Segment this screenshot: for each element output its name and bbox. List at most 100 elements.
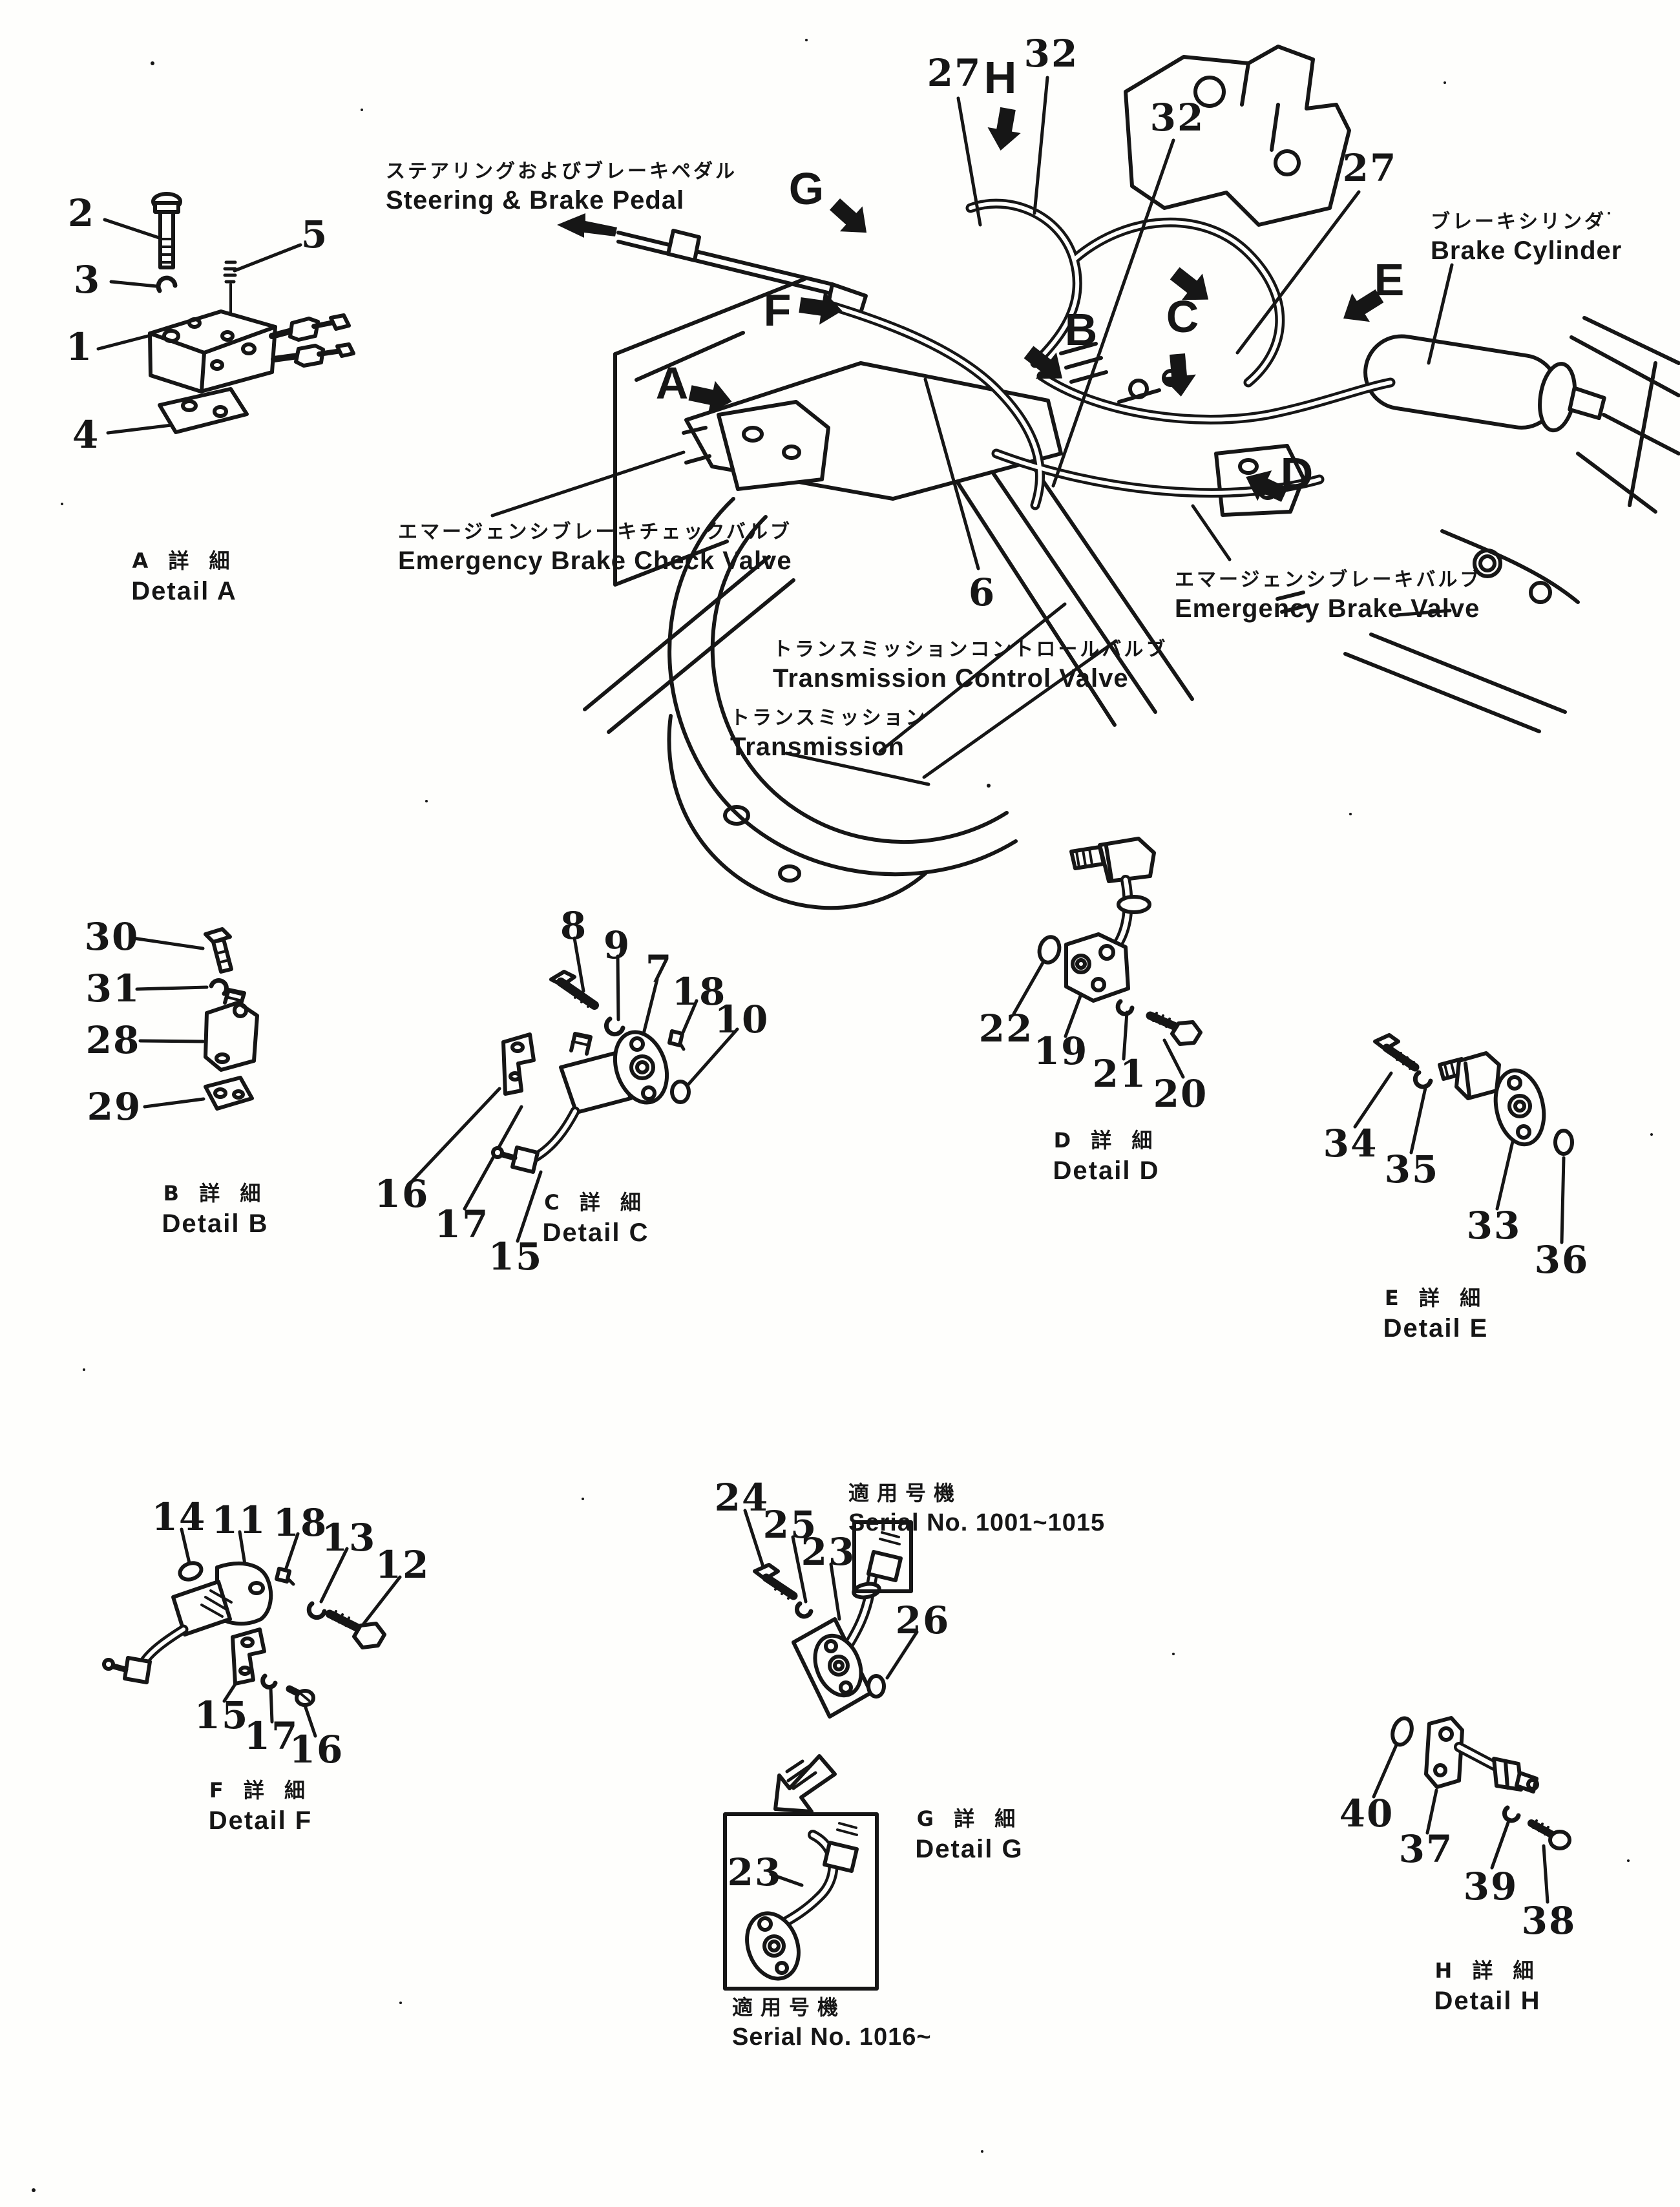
callout-24: 24 <box>714 1476 770 1520</box>
leader-lines <box>96 76 1566 1904</box>
callout-11: 11 <box>211 1498 267 1542</box>
detail-letter-a: A <box>655 358 689 408</box>
callout-13: 13 <box>321 1516 377 1560</box>
detail-c-label: C 詳 細 Detail C <box>543 1186 649 1248</box>
callout-18-c: 18 <box>671 970 727 1014</box>
detail-e-title-en: Detail E <box>1383 1314 1489 1343</box>
callout-20: 20 <box>1153 1072 1208 1116</box>
label-emergency-brake-valve-jp: エマージェンシブレーキバルブ <box>1175 569 1482 591</box>
callout-27-top: 27 <box>927 51 982 95</box>
detail-h-title-en: Detail H <box>1434 1987 1541 2015</box>
callout-32-right: 32 <box>1150 96 1205 140</box>
callout-27-right: 27 <box>1342 146 1398 190</box>
detail-letter-f: F <box>763 285 792 335</box>
detail-arrows-2 <box>557 107 1384 502</box>
detail-letter-h: H <box>983 52 1017 103</box>
callout-23: 23 <box>801 1530 856 1574</box>
callout-17-c: 17 <box>434 1202 490 1246</box>
serial-note-early-en: Serial No. 1001~1015 <box>848 1509 1106 1536</box>
callout-15-c: 15 <box>488 1235 543 1279</box>
overview-hoses <box>823 198 1396 510</box>
detail-h-title-jp: H 詳 細 <box>1434 1958 1540 1983</box>
callout-9: 9 <box>603 923 631 967</box>
callout-18-f: 18 <box>273 1501 328 1545</box>
callout-21: 21 <box>1092 1052 1148 1096</box>
callout-31: 31 <box>85 967 141 1010</box>
label-steering-brake-pedal: ステアリングおよびブレーキペダル Steering & Brake Pedal <box>386 155 737 215</box>
detail-h-label: H 詳 細 Detail H <box>1434 1954 1541 2016</box>
detail-a-title-jp: A 詳 細 <box>132 549 236 573</box>
detail-e-label: E 詳 細 Detail E <box>1383 1282 1489 1343</box>
detail-letter-c: C <box>1166 291 1199 342</box>
label-transmission-en: Transmission <box>730 733 905 761</box>
callout-4: 4 <box>72 413 100 457</box>
label-brake-cylinder-en: Brake Cylinder <box>1431 236 1622 265</box>
callout-23-late: 23 <box>727 1850 782 1894</box>
detail-c-title-en: Detail C <box>542 1219 649 1247</box>
steering-rod-arrow <box>557 213 617 238</box>
callout-38: 38 <box>1521 1899 1577 1943</box>
serial-note-early-jp: 適用号機 <box>848 1481 963 1505</box>
detail-b-art <box>204 927 259 1111</box>
label-brake-cylinder-jp: ブレーキシリンダ <box>1431 211 1606 233</box>
detail-b-title-en: Detail B <box>162 1209 269 1238</box>
serial-note-late: 適用号機 Serial No. 1016~ <box>732 1991 932 2051</box>
label-brake-cylinder: ブレーキシリンダ Brake Cylinder <box>1431 205 1622 266</box>
label-steering-brake-pedal-en: Steering & Brake Pedal <box>386 186 685 214</box>
label-transmission: トランスミッション Transmission <box>730 702 927 762</box>
callout-35: 35 <box>1384 1147 1440 1191</box>
label-emergency-brake-check-valve-en: Emergency Brake Check Valve <box>398 547 792 575</box>
detail-d-title-jp: D 詳 細 <box>1053 1128 1159 1153</box>
detail-letter-d: D <box>1280 448 1314 499</box>
callout-28: 28 <box>85 1018 141 1062</box>
callout-30: 30 <box>84 915 140 959</box>
callout-12: 12 <box>375 1543 430 1587</box>
detail-arrows <box>688 256 1223 414</box>
label-transmission-control-valve: トランスミッションコントロールバルブ Transmission Control … <box>773 633 1168 693</box>
detail-f-title-jp: F 詳 細 <box>209 1778 312 1803</box>
detail-g-title-en: Detail G <box>915 1835 1024 1863</box>
callout-16-f: 16 <box>289 1728 344 1772</box>
callout-8: 8 <box>560 904 588 948</box>
detail-d-label: D 詳 細 Detail D <box>1053 1124 1160 1186</box>
label-emergency-brake-check-valve: エマージェンシブレーキチェックバルブ Emergency Brake Check… <box>398 516 792 576</box>
label-transmission-jp: トランスミッション <box>730 707 928 729</box>
detail-f-art <box>102 1561 386 1707</box>
callout-32-top: 32 <box>1024 32 1079 76</box>
serial-note-late-en: Serial No. 1016~ <box>732 2024 932 2051</box>
overview-art <box>583 45 1680 910</box>
detail-d-art <box>1037 837 1202 1046</box>
callout-40: 40 <box>1339 1792 1394 1836</box>
detail-g-art <box>723 1520 913 1991</box>
detail-g-title-jp: G 詳 細 <box>916 1806 1022 1831</box>
scan-noise <box>32 39 1653 2192</box>
detail-f-title-en: Detail F <box>208 1806 313 1835</box>
callout-1: 1 <box>65 325 94 369</box>
callout-25: 25 <box>762 1503 818 1547</box>
detail-a-art <box>148 192 355 434</box>
label-transmission-control-valve-en: Transmission Control Valve <box>773 664 1129 693</box>
callout-26: 26 <box>895 1598 950 1642</box>
callout-36: 36 <box>1534 1238 1590 1282</box>
callout-2: 2 <box>67 191 96 235</box>
detail-g-label: G 詳 細 Detail G <box>915 1803 1023 1864</box>
detail-b-label: B 詳 細 Detail B <box>162 1177 269 1239</box>
serial-note-early: 適用号機 Serial No. 1001~1015 <box>848 1477 1105 1537</box>
label-steering-brake-pedal-jp: ステアリングおよびブレーキペダル <box>386 160 737 183</box>
callout-33: 33 <box>1466 1204 1522 1248</box>
callout-7: 7 <box>645 947 673 991</box>
detail-e-art <box>1373 1033 1574 1156</box>
label-emergency-brake-valve-en: Emergency Brake Valve <box>1175 594 1480 623</box>
detail-a-title-en: Detail A <box>131 577 237 605</box>
callout-19: 19 <box>1033 1029 1089 1073</box>
callout-17-f: 17 <box>244 1714 299 1758</box>
detail-d-title-en: Detail D <box>1053 1156 1160 1185</box>
callout-39: 39 <box>1463 1865 1518 1909</box>
detail-e-title-jp: E 詳 細 <box>1384 1286 1487 1310</box>
callout-37: 37 <box>1398 1827 1454 1871</box>
callout-15-f: 15 <box>194 1693 249 1737</box>
detail-letter-b: B <box>1064 304 1098 355</box>
detail-letter-g: G <box>788 163 824 214</box>
